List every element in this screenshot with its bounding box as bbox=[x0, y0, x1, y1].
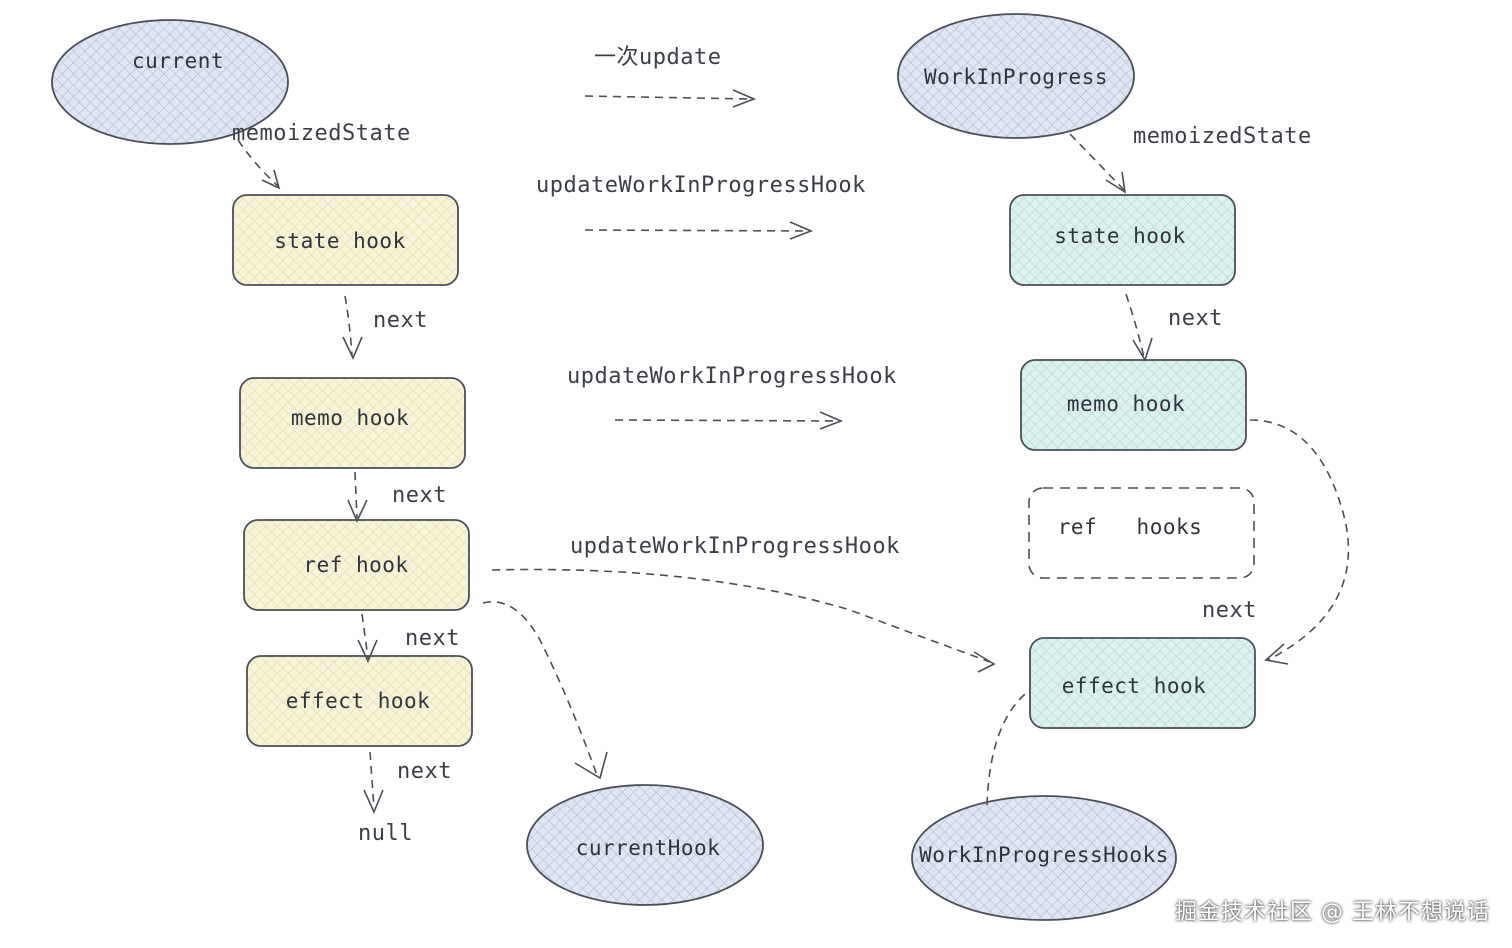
memoized-state-left-label: memoizedState bbox=[232, 121, 411, 146]
memoized-state-right-label: memoizedState bbox=[1133, 124, 1312, 149]
right-state-hook-label: state hook bbox=[1054, 224, 1185, 248]
left-state-hook: state hook bbox=[232, 194, 459, 286]
current-hook-label: currentHook bbox=[576, 836, 721, 860]
next-label-1: next bbox=[373, 308, 428, 333]
arrow-state-to-memo bbox=[342, 295, 363, 360]
arrow-current-to-state bbox=[237, 139, 281, 190]
arrow-wip-to-state bbox=[1069, 133, 1127, 194]
arrow-ref-to-current-hook bbox=[482, 601, 608, 780]
arrow-update-wip-2 bbox=[614, 411, 844, 430]
current-label: current bbox=[132, 49, 224, 73]
right-effect-hook: effect hook bbox=[1029, 637, 1256, 729]
left-effect-hook: effect hook bbox=[246, 655, 473, 747]
arrow-right-state-to-memo bbox=[1125, 293, 1153, 362]
next-right-label-2: next bbox=[1202, 598, 1257, 623]
arrow-wip-hooks-to-effect bbox=[986, 689, 1031, 806]
update-wip-label-1: updateWorkInProgressHook bbox=[536, 173, 866, 198]
arrow-memo-to-effect-curve bbox=[1249, 419, 1350, 665]
arrow-one-update bbox=[584, 89, 757, 108]
update-wip-label-3: updateWorkInProgressHook bbox=[570, 534, 900, 559]
arrow-update-wip-1 bbox=[584, 221, 814, 240]
arrow-effect-to-null bbox=[363, 751, 384, 815]
update-wip-label-2: updateWorkInProgressHook bbox=[567, 364, 897, 389]
right-memo-hook-label: memo hook bbox=[1067, 392, 1185, 416]
null-label: null bbox=[358, 821, 413, 846]
next-label-4: next bbox=[397, 759, 452, 784]
right-state-hook: state hook bbox=[1009, 194, 1236, 286]
left-memo-hook: memo hook bbox=[239, 377, 466, 469]
arrow-memo-to-ref bbox=[347, 471, 368, 523]
right-ref-hooks-label: ref hooks bbox=[1058, 515, 1203, 539]
wip-hooks-label: WorkInProgressHooks bbox=[919, 843, 1169, 867]
left-ref-hook: ref hook bbox=[243, 519, 470, 611]
left-ref-hook-label: ref hook bbox=[303, 553, 408, 577]
next-label-2: next bbox=[392, 483, 447, 508]
left-memo-hook-label: memo hook bbox=[291, 406, 409, 430]
arrow-ref-to-effect bbox=[357, 613, 378, 663]
right-effect-hook-label: effect hook bbox=[1062, 674, 1207, 698]
watermark: 掘金技术社区 @ 王林不想说话 bbox=[1175, 900, 1490, 925]
left-state-hook-label: state hook bbox=[274, 229, 405, 253]
current-hook-node: currentHook bbox=[526, 784, 764, 906]
arrow-update-wip-3 bbox=[491, 568, 996, 673]
left-effect-hook-label: effect hook bbox=[286, 689, 431, 713]
one-update-label: 一次update bbox=[594, 45, 721, 70]
next-label-3: next bbox=[405, 626, 460, 651]
right-ref-hooks: ref hooks bbox=[1028, 487, 1255, 579]
right-memo-hook: memo hook bbox=[1020, 359, 1247, 451]
work-in-progress-node: WorkInProgress bbox=[897, 13, 1135, 139]
next-right-label-1: next bbox=[1168, 306, 1223, 331]
wip-hooks-node: WorkInProgressHooks bbox=[911, 795, 1177, 921]
work-in-progress-label: WorkInProgress bbox=[924, 65, 1108, 89]
current-node: current bbox=[51, 19, 289, 145]
